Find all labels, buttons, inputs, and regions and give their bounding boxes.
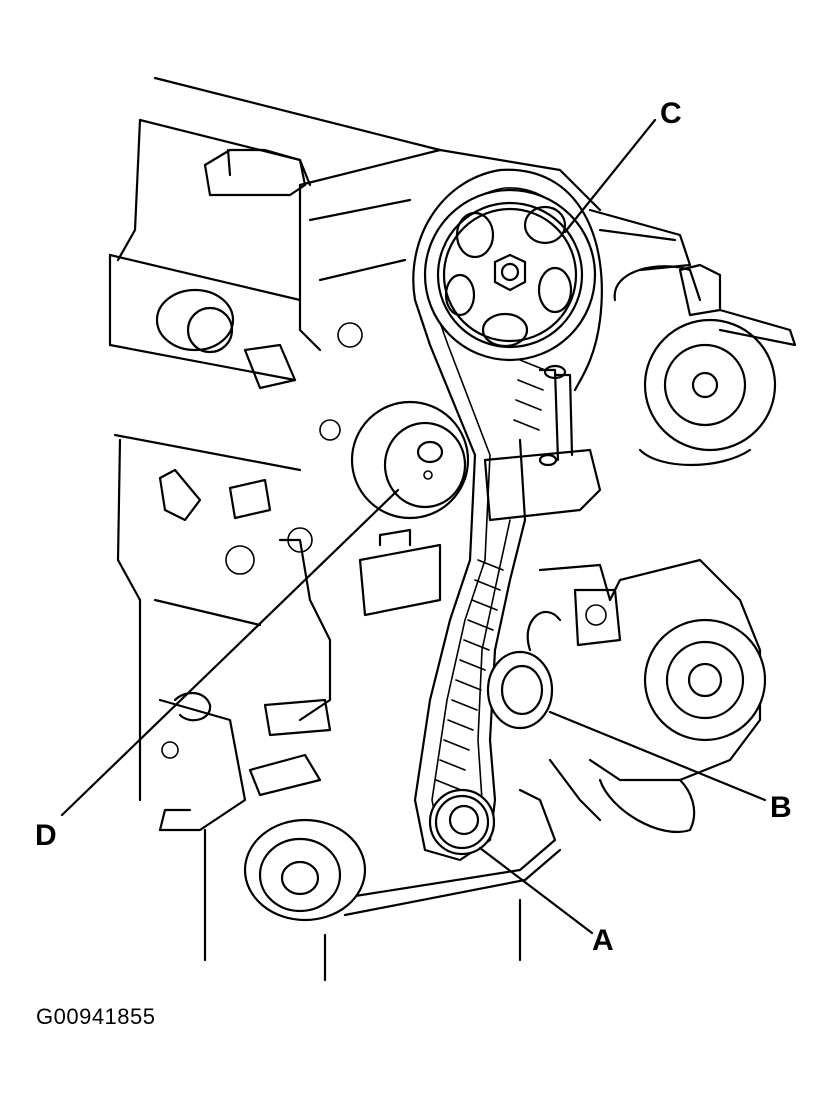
callout-label-b: B: [770, 791, 792, 824]
callout-label-d: D: [35, 819, 57, 852]
camshaft-sprocket: [423, 188, 597, 362]
idler-pulley: [486, 650, 554, 730]
callout-label-c: C: [660, 97, 682, 130]
alternator: [526, 558, 767, 833]
leader-line-a: [478, 846, 594, 935]
leader-line-d: [60, 488, 400, 817]
power-steering-pulley: [613, 263, 797, 467]
left-pulley-boss: [155, 288, 235, 354]
figure-id: G00941855: [36, 1004, 156, 1029]
crankshaft-sprocket: [428, 788, 496, 856]
leader-line-b: [548, 710, 767, 802]
engine-block: [108, 76, 692, 982]
callout-label-a: A: [592, 924, 614, 957]
tensioner-bracket: [483, 364, 602, 522]
tensioner-pulley: [350, 400, 470, 520]
leader-lines: [60, 118, 767, 935]
leader-line-c: [563, 118, 657, 234]
crank-pulley-lower-left: [243, 818, 367, 922]
